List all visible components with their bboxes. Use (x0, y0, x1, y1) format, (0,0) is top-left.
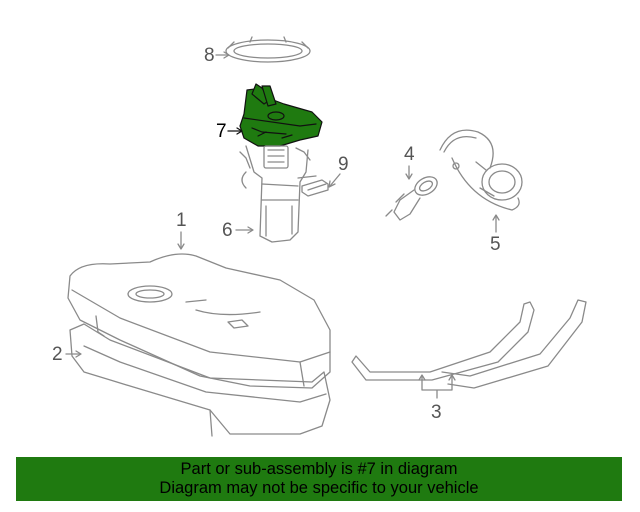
part-4-filler-neck[interactable] (385, 173, 440, 221)
info-banner: Part or sub-assembly is #7 in diagram Di… (16, 457, 622, 501)
callout-label-1: 1 (176, 210, 187, 231)
parts-diagram: 8 7 (52, 36, 587, 437)
part-8-lock-ring[interactable] (225, 36, 311, 63)
callout-8[interactable]: 8 (204, 45, 230, 66)
part-2-tank-shield[interactable] (69, 323, 331, 437)
part-5-fuel-cap[interactable] (439, 129, 523, 211)
callout-1[interactable]: 1 (176, 210, 187, 250)
callout-2[interactable]: 2 (52, 344, 82, 365)
callout-6[interactable]: 6 (222, 220, 254, 241)
callout-4[interactable]: 4 (404, 144, 415, 180)
callout-label-7: 7 (216, 121, 227, 142)
part-3-tank-straps[interactable] (351, 299, 587, 389)
part-7-pump-cover[interactable] (239, 83, 323, 147)
banner-line-part: Part or sub-assembly is #7 in diagram (180, 460, 458, 478)
callout-label-6: 6 (222, 220, 233, 241)
callout-7[interactable]: 7 (216, 121, 243, 142)
callout-label-2: 2 (52, 344, 63, 365)
callout-3[interactable]: 3 (418, 374, 456, 423)
banner-line-disclaimer: Diagram may not be specific to your vehi… (159, 479, 479, 497)
callout-9[interactable]: 9 (328, 154, 349, 188)
part-6-fuel-pump-assembly[interactable] (239, 145, 317, 243)
part-9-seal[interactable] (301, 179, 329, 197)
callout-5[interactable]: 5 (490, 214, 501, 255)
callout-label-5: 5 (490, 234, 501, 255)
callout-label-3: 3 (431, 402, 442, 423)
callout-label-4: 4 (404, 144, 415, 165)
callout-label-8: 8 (204, 45, 215, 66)
callout-label-9: 9 (338, 154, 349, 175)
part-1-fuel-tank[interactable] (67, 253, 331, 389)
